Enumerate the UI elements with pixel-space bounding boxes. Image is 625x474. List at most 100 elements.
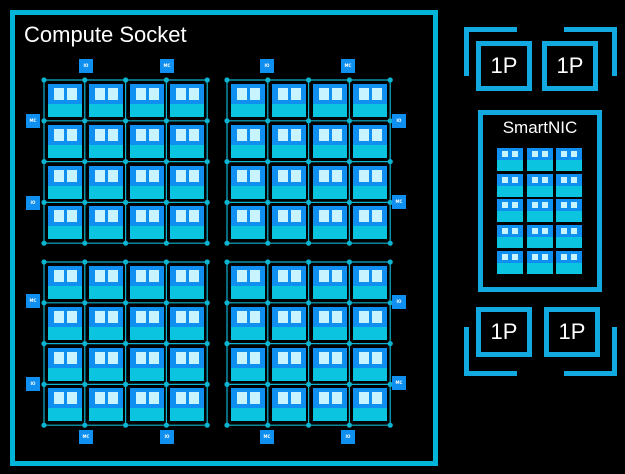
core-cache — [88, 326, 123, 340]
core-window — [54, 128, 64, 141]
core-cache — [312, 104, 347, 117]
core-cache — [48, 185, 82, 199]
core-tile — [129, 388, 164, 422]
core-window — [359, 270, 370, 282]
core-window — [277, 351, 288, 364]
core-tile — [231, 388, 265, 422]
core-window — [372, 169, 383, 182]
core-window — [94, 392, 105, 405]
tile-cache — [497, 263, 523, 274]
core-cache — [271, 326, 306, 340]
core-window — [290, 88, 301, 100]
core-window — [237, 310, 247, 323]
core-window — [189, 270, 200, 282]
core-cache — [129, 408, 164, 422]
tile-window — [571, 228, 577, 234]
core-tile — [88, 165, 123, 200]
core-tile — [353, 84, 388, 118]
core-tile — [271, 388, 306, 422]
core-cache — [271, 408, 306, 422]
core-window — [189, 88, 200, 100]
1p-back-card — [464, 327, 517, 376]
core-tile — [129, 165, 164, 200]
core-window — [331, 310, 342, 323]
mesh-node — [306, 259, 312, 265]
core-window — [148, 270, 159, 282]
tile-cache — [527, 211, 553, 222]
core-cache — [231, 286, 265, 299]
mesh-node — [204, 381, 210, 387]
tile-body — [497, 225, 523, 237]
mesh-node — [224, 381, 230, 387]
core-tile — [88, 347, 123, 382]
core-window — [277, 128, 288, 141]
mesh-node — [41, 77, 47, 83]
mesh-node — [123, 77, 129, 83]
mesh-node — [346, 381, 352, 387]
core-window — [237, 351, 247, 364]
core-window — [189, 392, 200, 405]
core-tile — [170, 124, 205, 159]
core-window — [277, 210, 288, 223]
mesh-node — [306, 381, 312, 387]
core-tile — [312, 124, 347, 159]
mesh-node — [123, 300, 129, 306]
memory-controller-right: MC — [392, 195, 406, 209]
core-window — [359, 310, 370, 323]
1p-label: 1P — [476, 307, 532, 357]
smartnic-core-tile — [497, 251, 523, 274]
core-cache — [170, 408, 205, 422]
mesh-node — [387, 199, 393, 205]
core-cache — [353, 286, 388, 299]
smartnic-core-tile — [556, 199, 582, 222]
tile-window — [502, 254, 508, 260]
core-window — [290, 351, 301, 364]
core-window — [277, 270, 288, 282]
core-window — [54, 270, 64, 282]
tile-cache — [497, 237, 523, 248]
core-window — [107, 351, 118, 364]
memory-controller-top: MC — [341, 59, 355, 73]
core-window — [331, 351, 342, 364]
core-window — [107, 392, 118, 405]
core-window — [176, 270, 187, 282]
core-window — [67, 210, 77, 223]
mesh-node — [41, 300, 47, 306]
core-cache — [88, 185, 123, 199]
smartnic-core-tile — [556, 225, 582, 248]
core-window — [54, 88, 64, 100]
mesh-node — [82, 422, 88, 428]
core-window — [359, 351, 370, 364]
mesh-node — [123, 199, 129, 205]
tile-window — [571, 177, 577, 183]
core-cache — [129, 286, 164, 299]
core-window — [277, 310, 288, 323]
core-window — [135, 210, 146, 223]
core-window — [107, 310, 118, 323]
core-window — [94, 169, 105, 182]
core-window — [176, 210, 187, 223]
mesh-node — [387, 341, 393, 347]
mesh-node — [306, 300, 312, 306]
tile-window — [561, 228, 567, 234]
core-window — [135, 351, 146, 364]
core-window — [250, 392, 260, 405]
core-cache — [271, 367, 306, 381]
memory-controller-left: MC — [26, 114, 40, 128]
core-window — [237, 392, 247, 405]
mesh-node — [163, 118, 169, 124]
mesh-node — [387, 259, 393, 265]
mesh-node — [82, 199, 88, 205]
core-tile — [271, 84, 306, 118]
core-cache — [88, 144, 123, 158]
core-tile — [231, 206, 265, 240]
mesh-node — [346, 300, 352, 306]
core-tile — [353, 306, 388, 341]
tile-window — [532, 151, 538, 157]
core-window — [148, 310, 159, 323]
1p-label: 1P — [476, 41, 532, 91]
core-tile — [312, 347, 347, 382]
core-cache — [129, 144, 164, 158]
mesh-node — [123, 422, 129, 428]
mesh-node — [163, 422, 169, 428]
